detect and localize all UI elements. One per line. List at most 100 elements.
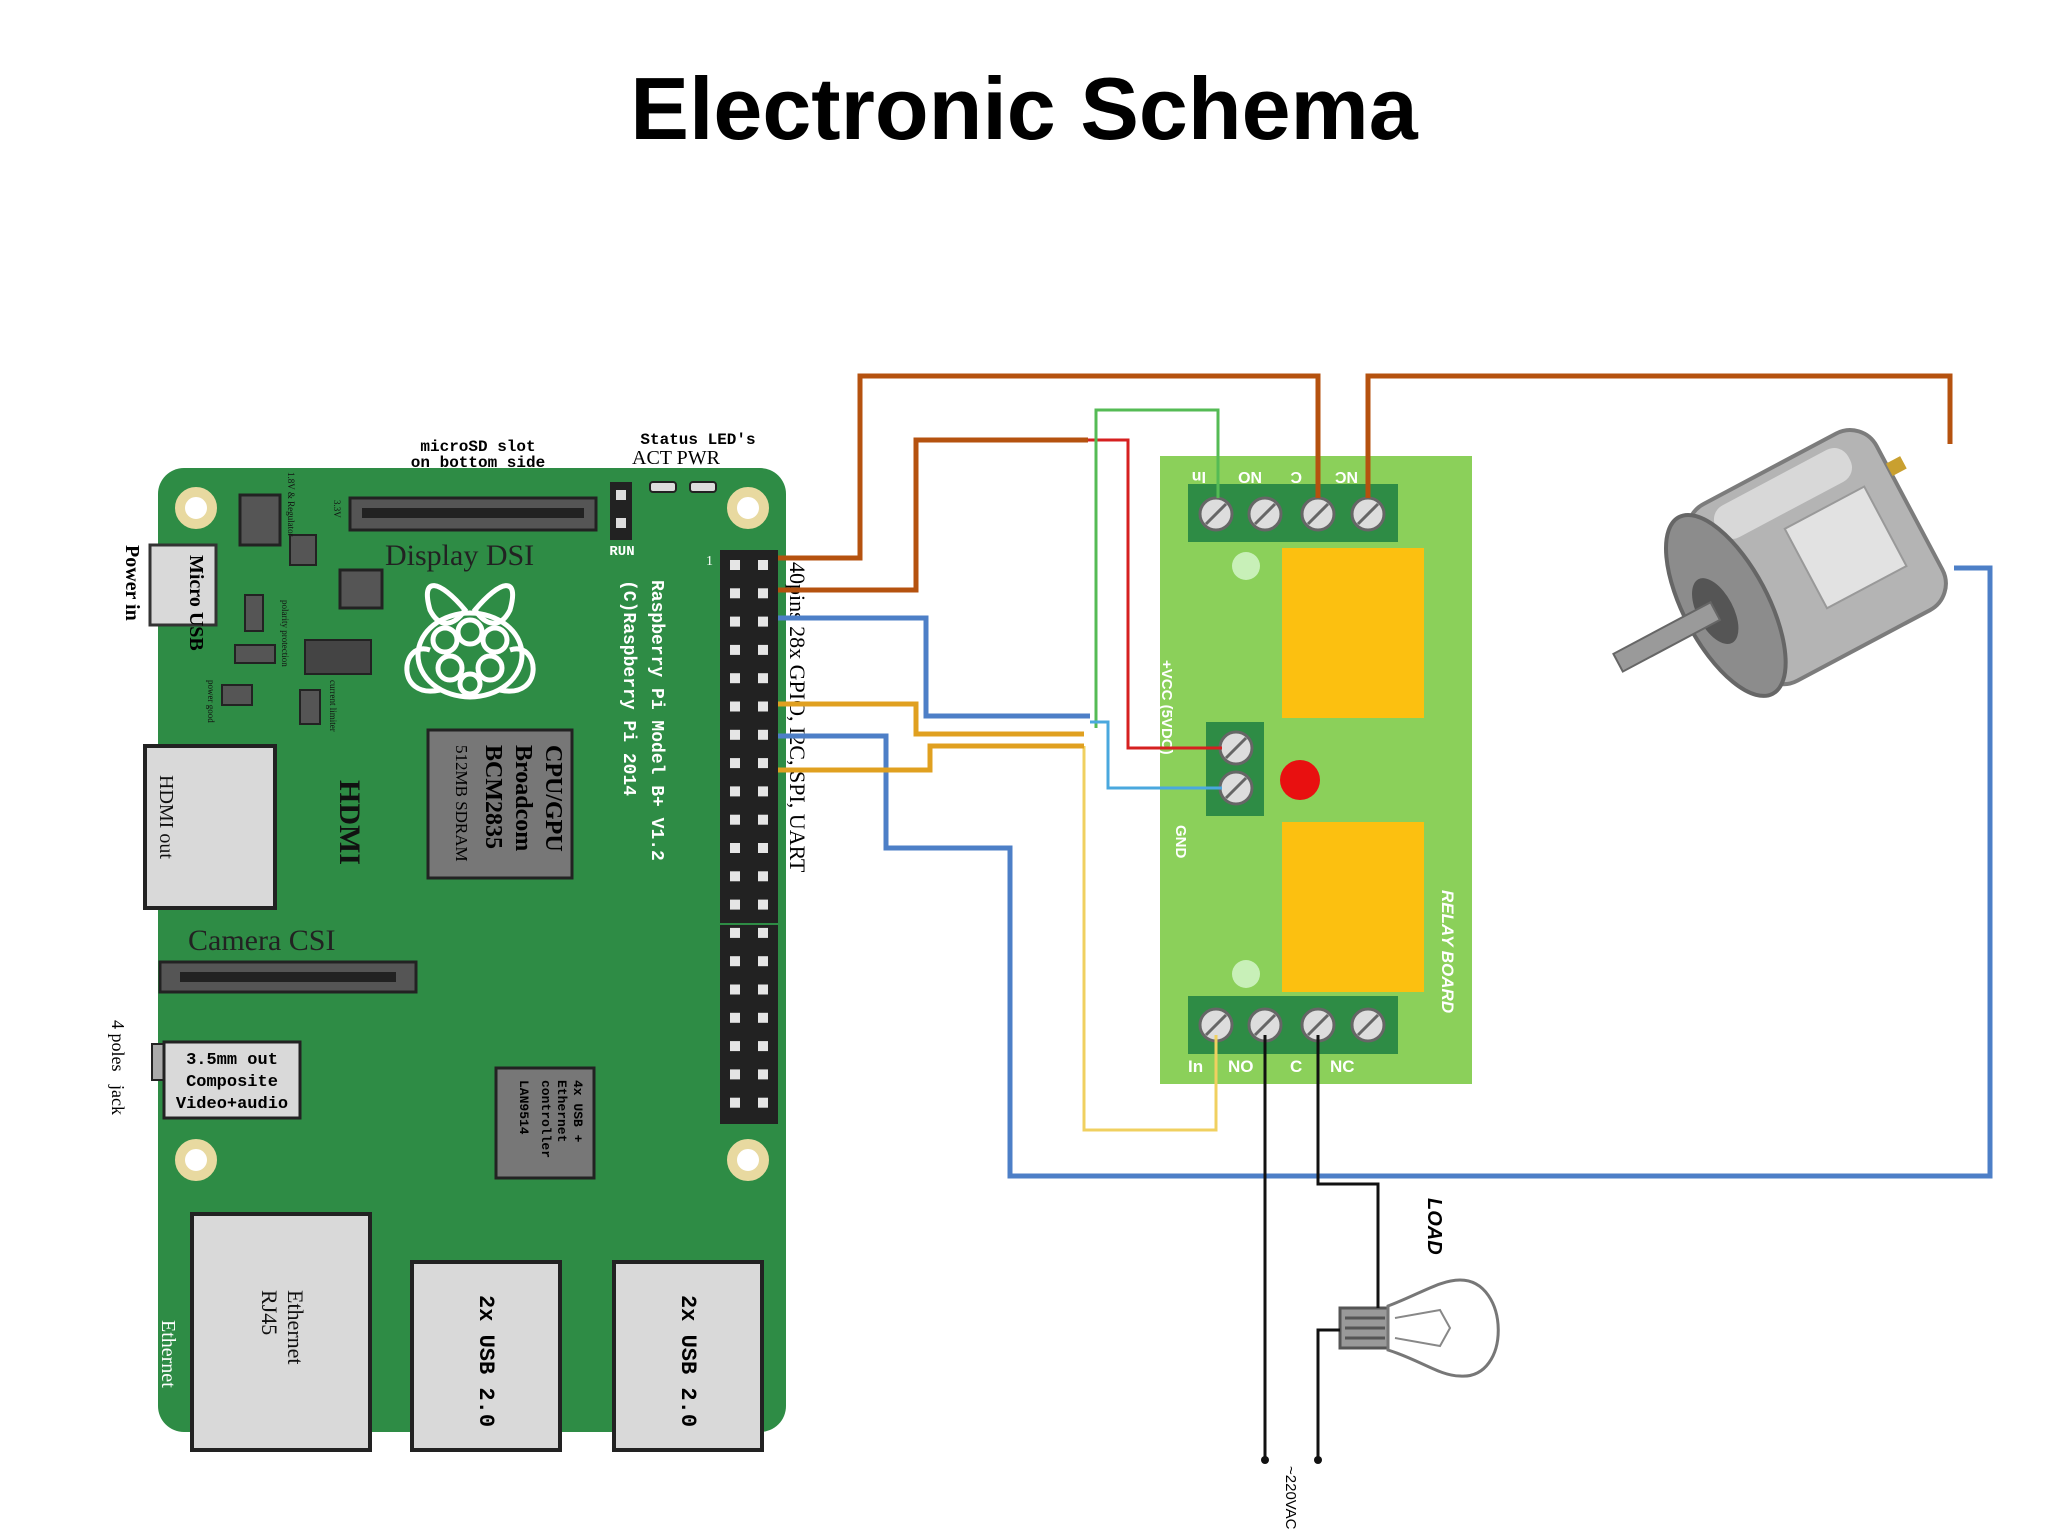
cpu-label-2: Broadcom bbox=[510, 745, 536, 851]
light-bulb-icon bbox=[1338, 1278, 1500, 1378]
gnd-label: GND bbox=[1172, 825, 1189, 859]
gpio-pin bbox=[758, 786, 768, 797]
camera-csi-label: Camera CSI bbox=[188, 924, 335, 957]
wire-orange-1 bbox=[778, 701, 1084, 737]
gpio-pin bbox=[730, 758, 740, 769]
load-label: LOAD bbox=[1423, 1198, 1445, 1255]
micro-usb-port bbox=[148, 543, 218, 627]
power-indicator-led bbox=[1280, 760, 1320, 800]
gpio-pin bbox=[758, 984, 768, 995]
wire-lightblue bbox=[1090, 720, 1222, 790]
gpio-pin bbox=[730, 927, 740, 938]
mounting-holes bbox=[175, 487, 769, 1181]
wire-brown-3 bbox=[1365, 373, 1953, 498]
audio-label-2: Composite bbox=[186, 1073, 278, 1092]
gpio-pin bbox=[758, 729, 768, 740]
regulator-chip bbox=[238, 493, 282, 547]
vcc-label: +VCC (5VDC) bbox=[1158, 660, 1175, 755]
gpio-pin bbox=[758, 1041, 768, 1052]
raspberry-logo-icon bbox=[404, 583, 536, 700]
gpio-pin bbox=[730, 616, 740, 627]
audio-label-1: 3.5mm out bbox=[186, 1051, 278, 1070]
lan-label-1: 4x USB + bbox=[570, 1080, 585, 1143]
run-label: RUN bbox=[609, 544, 634, 560]
gpio-pin bbox=[730, 1097, 740, 1108]
cpu-chip bbox=[426, 728, 574, 880]
gpio-pin bbox=[730, 1041, 740, 1052]
relay-board: In NO C NC +VCC (5VDC) GND RELAY BOARD bbox=[1158, 456, 1472, 1084]
usb-port-1 bbox=[410, 1260, 562, 1452]
relay-2 bbox=[1282, 822, 1424, 992]
display-dsi-label: Display DSI bbox=[385, 539, 534, 572]
dc-motor-icon bbox=[1612, 428, 1948, 698]
power-good-label: power good bbox=[206, 680, 216, 723]
page-title: Electronic Schema bbox=[630, 59, 1418, 158]
gpio-pin bbox=[758, 927, 768, 938]
ethernet-label-1: Ethernet bbox=[283, 1290, 308, 1365]
act-led bbox=[649, 481, 677, 493]
lan-label-3: controller bbox=[538, 1080, 553, 1158]
gpio-pin bbox=[758, 1012, 768, 1023]
gpio-pin bbox=[730, 814, 740, 825]
mount-hole-br bbox=[727, 1139, 769, 1181]
gpio-pin bbox=[730, 1069, 740, 1080]
small-chip-2 bbox=[338, 568, 384, 610]
microsd-label-2: on bottom side bbox=[411, 454, 545, 472]
raspberry-pi-board: Micro USB Power in 1.8V & Regulator 3.3V… bbox=[108, 431, 810, 1452]
small-chip-1 bbox=[289, 534, 317, 566]
microsd-label-1: microSD slot bbox=[420, 438, 535, 456]
top-terminal-screws bbox=[1198, 496, 1386, 532]
wire-green bbox=[1094, 408, 1220, 728]
motor-highlight bbox=[1713, 448, 1852, 539]
wire-black-c bbox=[1316, 1035, 1380, 1308]
hdmi-out-label: HDMI out bbox=[155, 775, 177, 859]
cpu-label-3: BCM2835 bbox=[480, 745, 506, 849]
wire-yellow bbox=[1082, 746, 1218, 1132]
cpu-label-1: CPU/GPU bbox=[540, 745, 566, 852]
gpio-pin bbox=[758, 899, 768, 910]
wire-brown-1 bbox=[778, 373, 1321, 561]
bulb-glass bbox=[1386, 1278, 1500, 1378]
motor-shaft bbox=[1612, 600, 1722, 673]
gpio-pin bbox=[758, 1069, 768, 1080]
camera-csi-slot bbox=[180, 972, 396, 982]
gpio-pin bbox=[730, 871, 740, 882]
lan-label-4: LAN9514 bbox=[516, 1080, 531, 1135]
top-label-in: In bbox=[1192, 468, 1206, 485]
gpio-pin bbox=[730, 673, 740, 684]
relay-led-top bbox=[1232, 552, 1260, 580]
relay-board-label: RELAY BOARD bbox=[1438, 890, 1457, 1013]
top-label-no: NO bbox=[1238, 468, 1262, 485]
rpi-copyright-label: (C)Raspberry Pi 2014 bbox=[618, 580, 638, 796]
bottom-label-in: In bbox=[1188, 1057, 1203, 1076]
gpio-pin bbox=[730, 701, 740, 712]
bottom-label-no: NO bbox=[1228, 1057, 1254, 1076]
pwr-led bbox=[689, 481, 717, 493]
motor-terminal bbox=[1886, 456, 1907, 477]
run-header bbox=[610, 482, 632, 540]
gpio-pin bbox=[730, 984, 740, 995]
micro-usb-label: Micro USB bbox=[185, 555, 207, 651]
polarity-label: polarity protection bbox=[280, 600, 290, 667]
regulator-label: 1.8V & Regulator bbox=[286, 472, 296, 537]
lan-chip bbox=[494, 1066, 596, 1180]
lan-label-2: Ethernet bbox=[554, 1080, 569, 1142]
component-e bbox=[299, 689, 321, 725]
act-pwr-label: ACT PWR bbox=[632, 447, 721, 469]
rpi-model-label: Raspberry Pi Model B+ V1.2 bbox=[646, 580, 666, 861]
mount-hole-tl bbox=[175, 487, 217, 529]
bottom-label-nc: NC bbox=[1330, 1057, 1355, 1076]
gpio-pins bbox=[730, 560, 768, 1108]
gpio-header bbox=[720, 550, 778, 1124]
gpio-pin bbox=[730, 644, 740, 655]
motor-label-sticker bbox=[1783, 485, 1908, 610]
component-d bbox=[221, 684, 253, 706]
bottom-label-c: C bbox=[1290, 1057, 1302, 1076]
gpio-pin bbox=[758, 588, 768, 599]
gpio-pin bbox=[730, 560, 740, 570]
usb-label-1: 2x USB 2.0 bbox=[473, 1295, 498, 1427]
power-in-label: Power in bbox=[121, 545, 143, 621]
run-pin-1 bbox=[616, 490, 626, 500]
gpio-pin bbox=[730, 843, 740, 853]
